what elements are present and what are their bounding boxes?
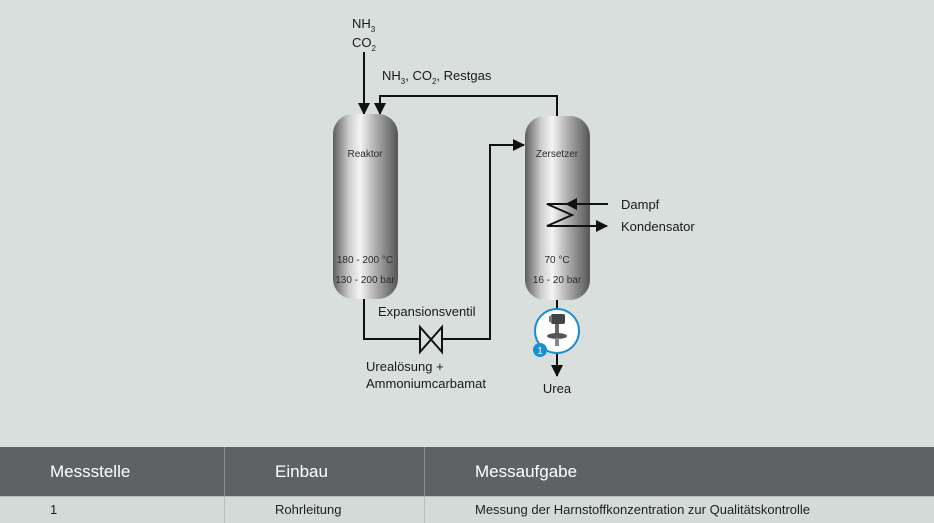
measuring-points-table: Messstelle Einbau Messaufgabe 1 Rohrleit…	[0, 447, 934, 523]
reactor-vessel	[333, 114, 398, 299]
feed-label-co2: CO2	[352, 35, 377, 53]
table-row: 1 Rohrleitung Messung der Harnstoffkonze…	[0, 496, 934, 523]
decomposer-name: Zersetzer	[536, 149, 579, 160]
cell-measuring-point: 1	[0, 497, 225, 523]
recycle-line	[374, 95, 558, 116]
feed-label: NH3	[352, 16, 376, 34]
header-measuring-point: Messstelle	[0, 447, 225, 496]
cell-installation: Rohrleitung	[225, 497, 425, 523]
process-diagram: NH3 CO2 NH3, CO2, Restgas Reaktor 180 - …	[333, 16, 695, 396]
decomposer-pressure: 16 - 20 bar	[533, 275, 582, 286]
heating-coil-icon	[546, 203, 575, 227]
measuring-point-badge	[533, 343, 547, 357]
reactor-name: Reaktor	[347, 149, 383, 160]
recycle-label: NH3, CO2, Restgas	[382, 68, 492, 86]
valve-label: Expansionsventil	[378, 304, 476, 319]
expansion-valve-icon	[419, 324, 443, 355]
cell-measuring-task: Messung der Harnstoffkonzentration zur Q…	[475, 502, 811, 517]
table-header: Messstelle Einbau Messaufgabe	[0, 447, 934, 496]
steam-label: Dampf	[621, 197, 660, 212]
product-label: Urea	[543, 381, 572, 396]
solution-label-line2: Ammoniumcarbamat	[366, 376, 486, 391]
reactor-pressure: 130 - 200 bar	[335, 275, 395, 286]
measuring-point-number: 1	[537, 346, 543, 357]
sensor-device-icon	[547, 314, 567, 346]
reactor-temperature: 180 - 200 °C	[337, 255, 393, 266]
decomposer-temperature: 70 °C	[544, 255, 569, 266]
header-installation: Einbau	[225, 447, 425, 496]
solution-label-line1: Urealösung +	[366, 359, 444, 374]
transfer-line	[363, 145, 524, 340]
header-measuring-task: Messaufgabe	[475, 462, 578, 481]
condenser-label: Kondensator	[621, 219, 695, 234]
